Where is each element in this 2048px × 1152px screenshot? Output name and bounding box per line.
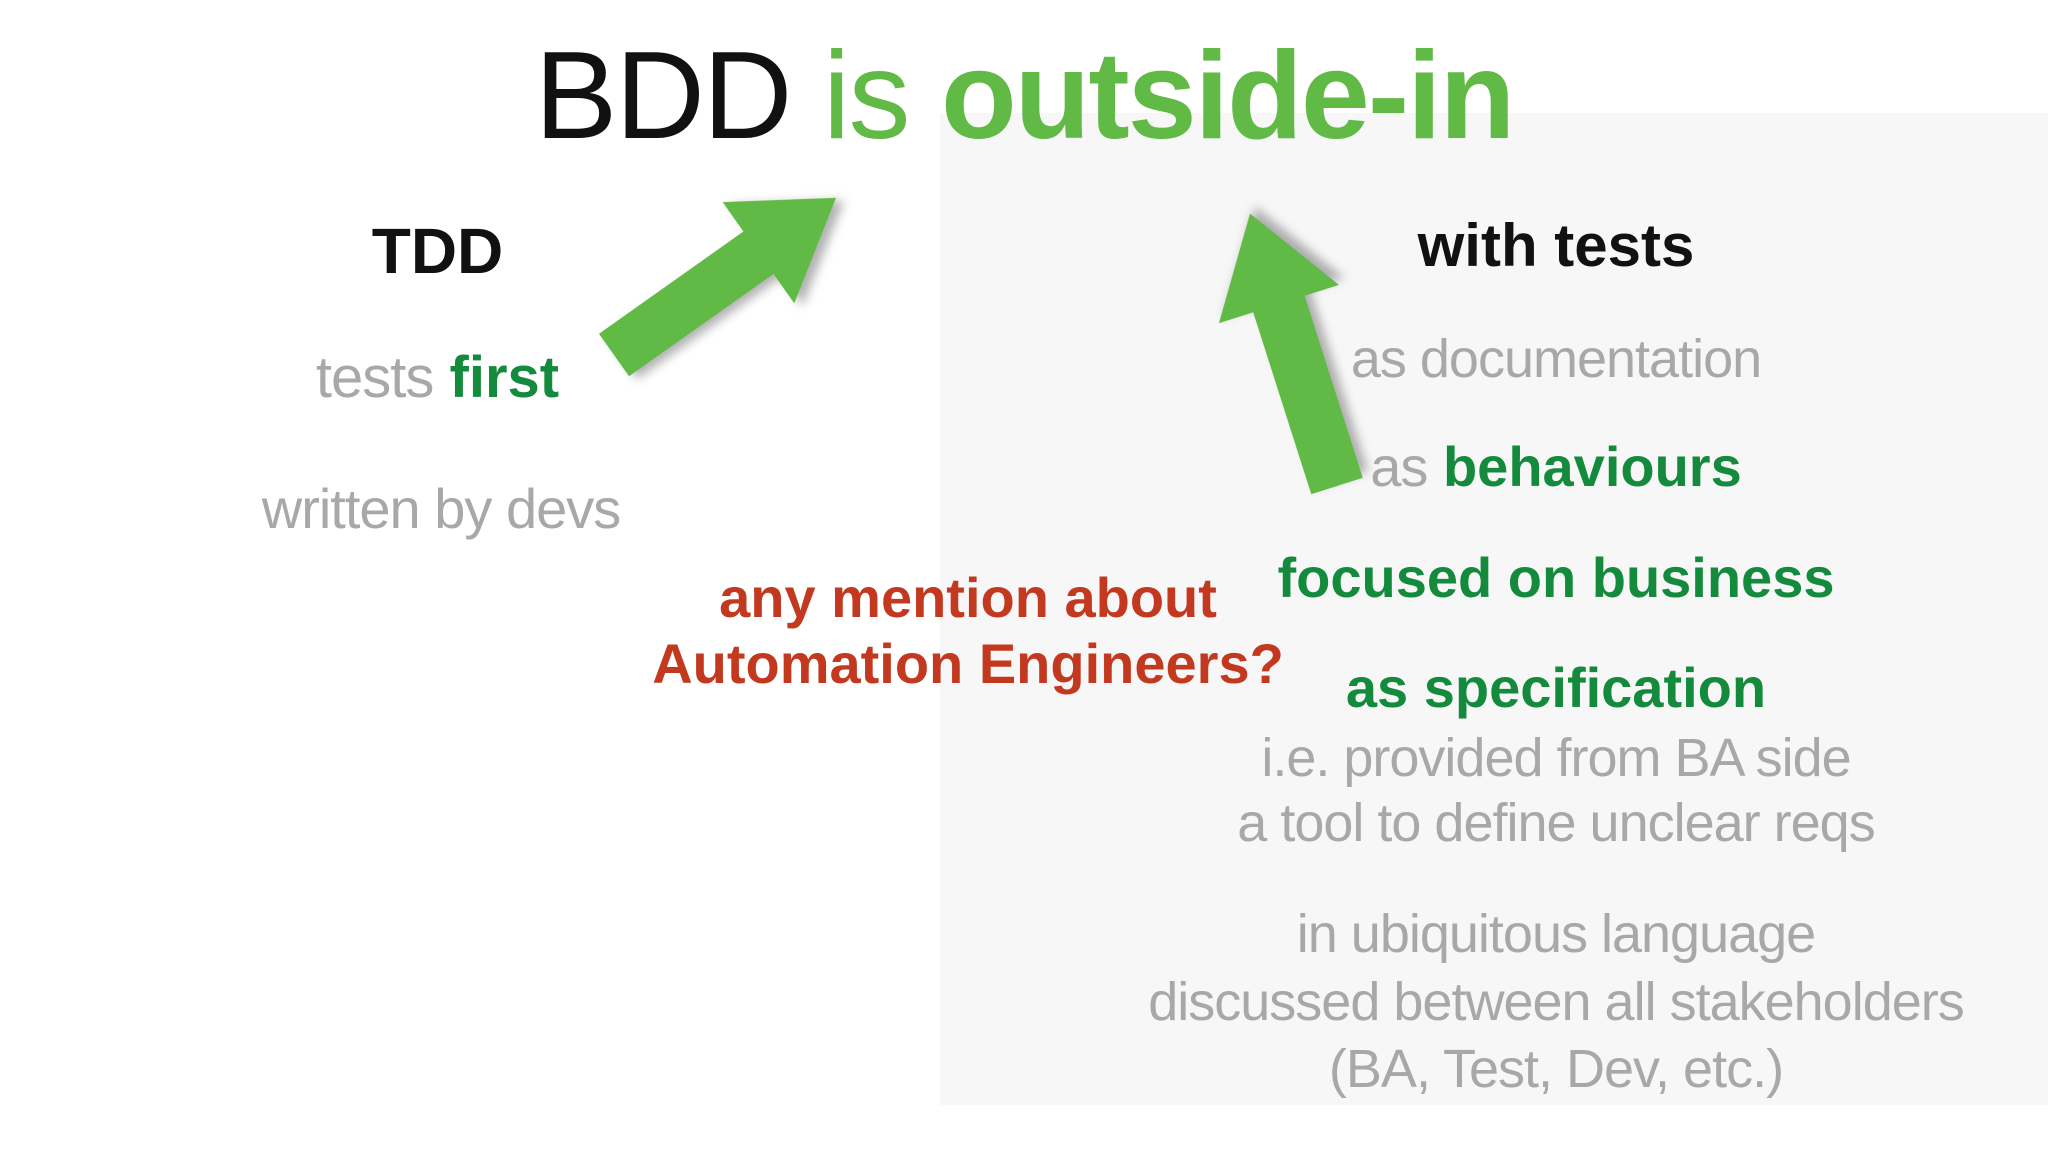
tests-label: tests <box>315 345 434 410</box>
backdrop-tint <box>940 113 2048 1105</box>
discussed-stakeholders: discussed between all stakeholders <box>1148 972 1965 1032</box>
as-documentation: as documentation <box>1350 329 1762 389</box>
title-bdd: BDD <box>534 27 793 165</box>
tdd-written-by-devs: written by devs <box>261 477 622 540</box>
focused-on-business: focused on business <box>1277 546 1835 609</box>
first-label: first <box>449 345 560 410</box>
title-outside-in: outside-in <box>940 27 1515 165</box>
question-line-2: Automation Engineers? <box>652 632 1284 695</box>
page-title: BDD is outside-in <box>0 28 2048 164</box>
as-behaviours: as behaviours <box>1066 436 2046 498</box>
behaviours-label: behaviours <box>1442 435 1742 498</box>
stakeholders-list: (BA, Test, Dev, etc.) <box>1328 1039 1784 1099</box>
as-specification: as specification <box>1345 656 1767 719</box>
tool-define-unclear-reqs: a tool to define unclear reqs <box>1237 793 1875 853</box>
tdd-tests-first: tests first <box>0 346 875 410</box>
question-line-1: any mention about <box>719 566 1217 629</box>
provided-from-ba-side: i.e. provided from BA side <box>1261 728 1851 788</box>
as-label: as <box>1370 435 1428 498</box>
ubiquitous-language: in ubiquitous language <box>1296 904 1816 964</box>
with-tests-heading: with tests <box>1417 212 1695 279</box>
title-is: is <box>822 27 911 165</box>
tdd-heading: TDD <box>371 215 504 287</box>
